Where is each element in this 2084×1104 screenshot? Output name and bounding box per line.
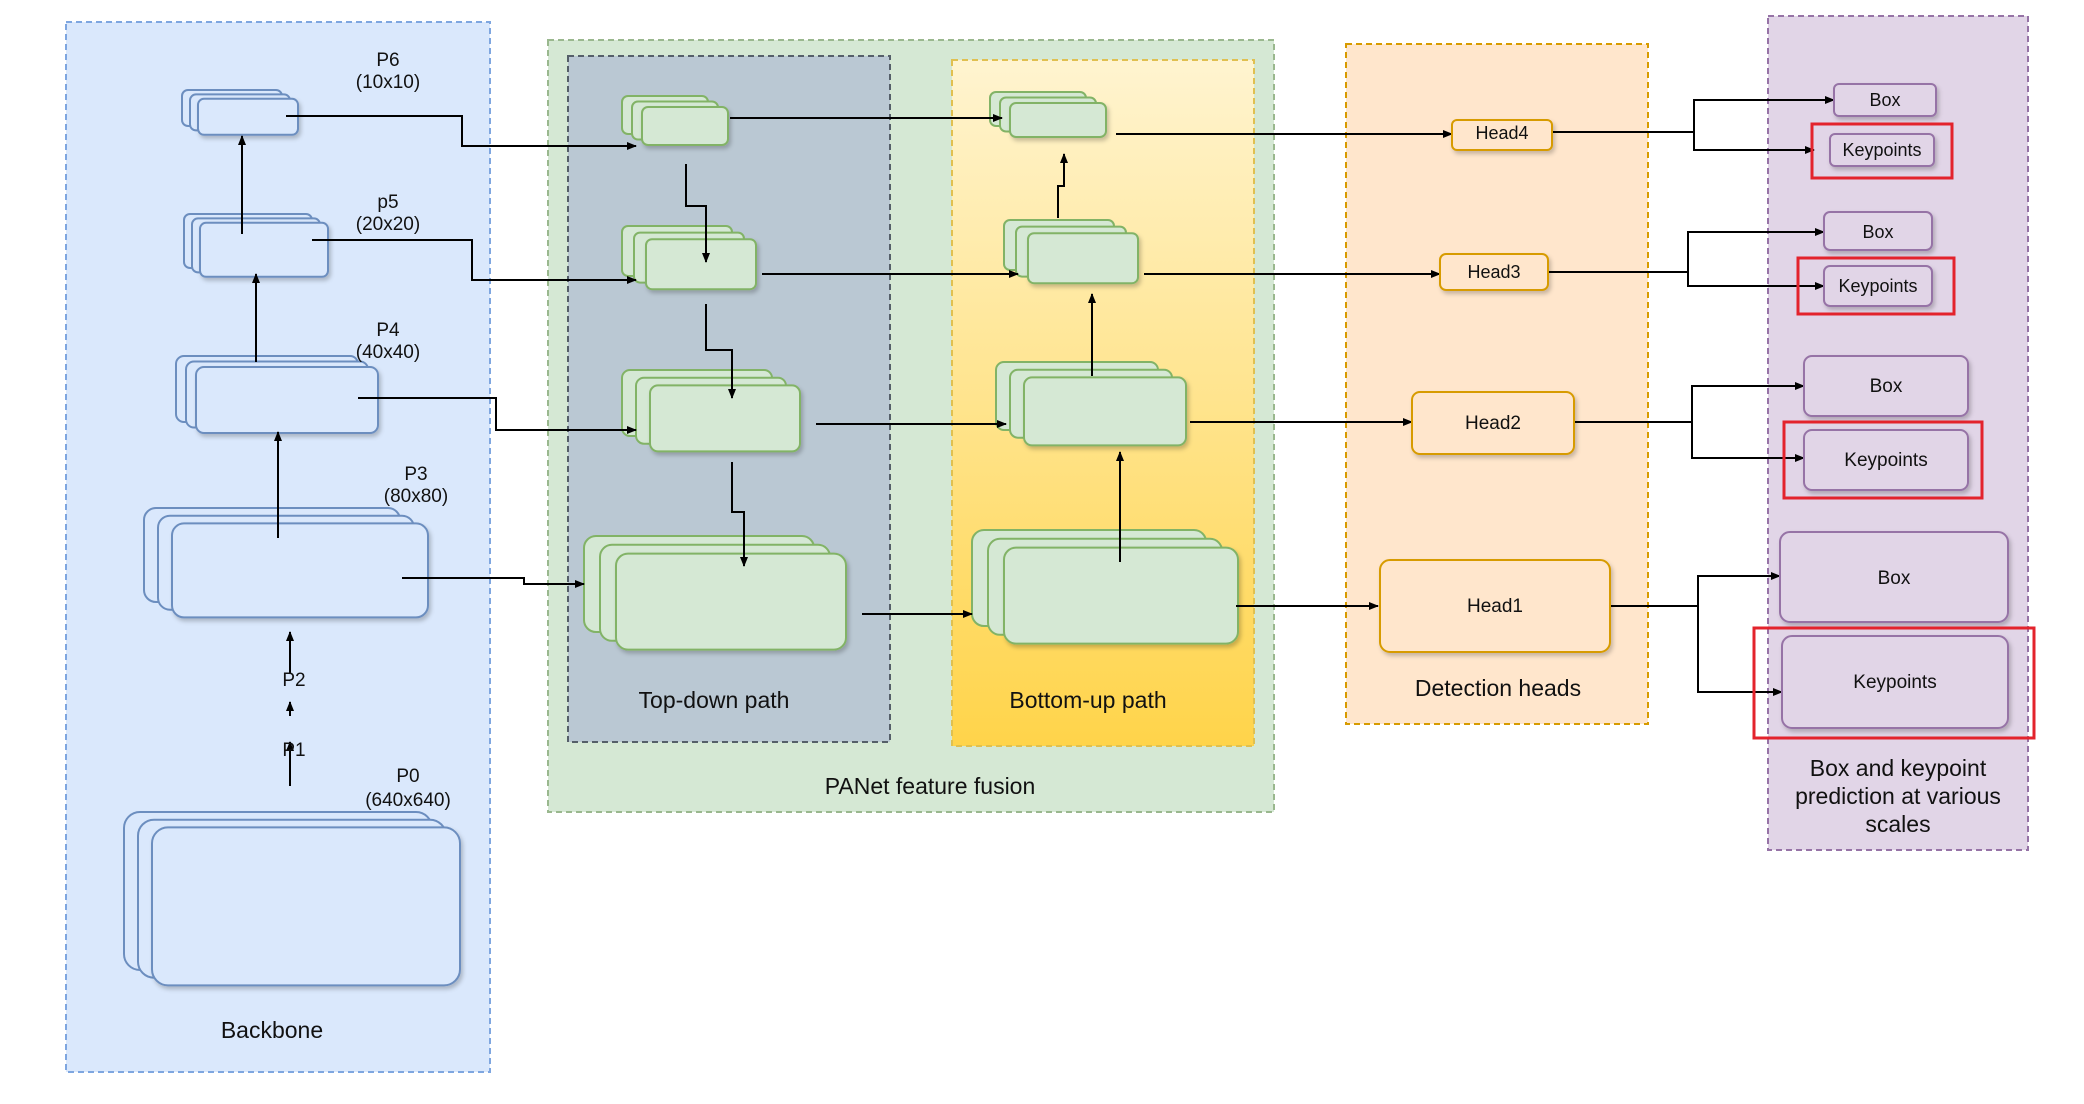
prediction-title-line2: prediction at various: [1795, 783, 2001, 809]
output-keypoints-scale1-label: Keypoints: [1853, 672, 1936, 693]
output-keypoints-scale3: Keypoints: [1796, 256, 1956, 316]
bu-stack-1-layer: [1009, 102, 1107, 138]
panet-title: PANet feature fusion: [825, 773, 1036, 799]
heads-title: Detection heads: [1415, 675, 1581, 701]
p6-stack: [181, 89, 299, 136]
output-keypoints-scale3-label: Keypoints: [1838, 276, 1917, 296]
output-box-scale3-label: Box: [1862, 222, 1893, 242]
p5-stack: [183, 213, 329, 278]
p4-label: P4: [376, 320, 400, 341]
p1-label: P1: [282, 740, 305, 761]
output-keypoints-scale2: Keypoints: [1782, 420, 1984, 500]
head1-label: Head1: [1467, 596, 1523, 617]
p5-size: (20x20): [356, 214, 420, 235]
td-stack-3: [621, 369, 801, 453]
bu-stack-4: [971, 529, 1239, 645]
td-stack-1: [621, 95, 729, 146]
output-box-scale4: Box: [1833, 83, 1937, 117]
output-box-scale1: Box: [1779, 531, 2009, 623]
bu-stack-1: [989, 91, 1107, 138]
head4-label: Head4: [1475, 123, 1528, 143]
p0-stack: [123, 811, 461, 987]
p3-stack: [143, 507, 429, 619]
head3-box: Head3: [1439, 253, 1549, 291]
connection-arrows: [238, 96, 1835, 786]
output-keypoints-scale4: Keypoints: [1810, 122, 1954, 180]
head1-box: Head1: [1379, 559, 1611, 653]
head2-label: Head2: [1465, 413, 1521, 434]
prediction-title-line3: scales: [1865, 811, 1930, 837]
output-box-scale2-label: Box: [1870, 376, 1903, 397]
head4-box: Head4: [1451, 119, 1553, 151]
td-stack-2-layer: [645, 238, 757, 291]
region-titles: Backbone Top-down path Bottom-up path PA…: [221, 675, 2001, 1043]
p5-label: p5: [377, 192, 398, 213]
head3-label: Head3: [1467, 262, 1520, 282]
p3-label: P3: [404, 464, 427, 485]
output-box-scale3: Box: [1823, 211, 1933, 251]
td-stack-4-layer: [615, 552, 847, 651]
bu-stack-2-layer: [1027, 232, 1139, 285]
p2-label: P2: [282, 670, 305, 691]
output-keypoints-scale4-label: Keypoints: [1842, 140, 1921, 160]
bottomup-title: Bottom-up path: [1009, 687, 1166, 713]
panet-feature-stacks: [583, 91, 1239, 651]
td-stack-4: [583, 535, 847, 651]
backbone-feature-stacks: [123, 89, 461, 987]
p6-label: P6: [376, 50, 399, 71]
p0-size: (640x640): [365, 790, 451, 811]
output-box-scale1-label: Box: [1878, 568, 1911, 589]
p0-label: P0: [396, 766, 419, 787]
prediction-title-line1: Box and keypoint: [1810, 755, 1987, 781]
p3-size: (80x80): [384, 486, 448, 507]
bu-stack-3: [995, 361, 1187, 447]
topdown-title: Top-down path: [639, 687, 790, 713]
bu-stack-2: [1003, 219, 1139, 285]
head2-box: Head2: [1411, 391, 1575, 455]
level-labels: P6 (10x10) p5 (20x20) P4 (40x40) P3 (80x…: [282, 50, 450, 811]
p6-size: (10x10): [356, 72, 420, 93]
bu-stack-3-layer: [1023, 376, 1187, 447]
td-stack-3-layer: [649, 384, 801, 453]
output-box-scale2: Box: [1803, 355, 1969, 417]
td-stack-2: [621, 225, 757, 291]
p4-stack-layer: [195, 366, 379, 434]
p3-stack-layer: [171, 522, 429, 619]
p6-stack-layer: [197, 97, 299, 136]
p4-size: (40x40): [356, 342, 420, 363]
p0-stack-layer: [151, 826, 461, 987]
p4-stack: [175, 355, 379, 434]
output-box-scale4-label: Box: [1869, 90, 1900, 110]
p5-stack-layer: [199, 221, 329, 278]
td-stack-1-layer: [641, 106, 729, 146]
backbone-title: Backbone: [221, 1017, 323, 1043]
output-keypoints-scale1: Keypoints: [1752, 626, 2036, 740]
output-keypoints-scale2-label: Keypoints: [1844, 450, 1927, 471]
